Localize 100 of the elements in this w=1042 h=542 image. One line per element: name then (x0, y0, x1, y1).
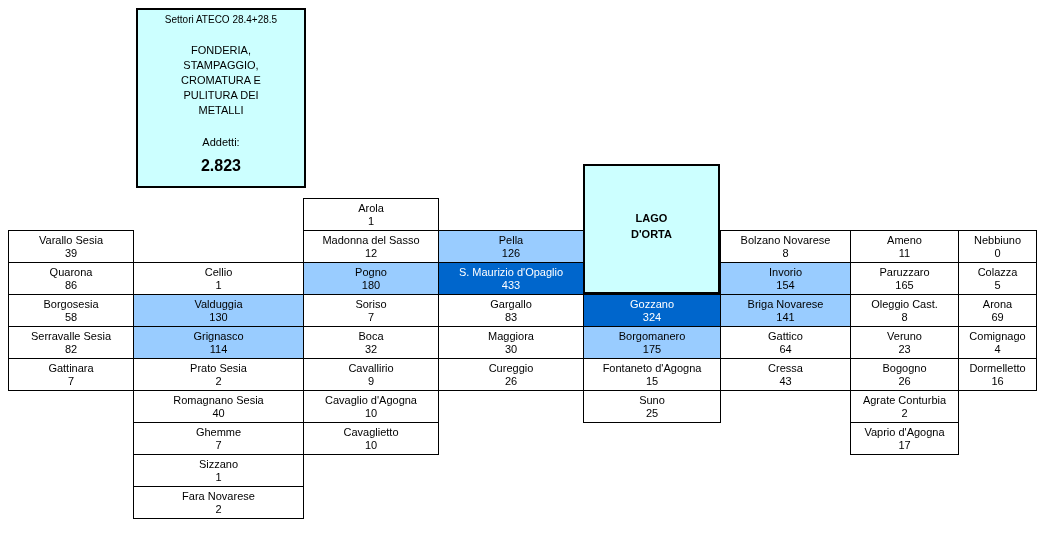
municipality-name: Gargallo (490, 297, 532, 311)
municipality-name: Paruzzaro (879, 265, 930, 279)
municipality-cell (850, 390, 959, 423)
employee-count: 2 (215, 374, 222, 388)
employee-count: 2 (215, 502, 222, 516)
municipality-name: Nebbiuno (973, 233, 1022, 247)
municipality-cell (958, 358, 1037, 391)
employee-count: 141 (776, 310, 795, 324)
employee-count: 58 (64, 310, 78, 324)
employee-count: 9 (367, 374, 375, 388)
municipality-name: Fontaneto d'Agogna (602, 361, 702, 375)
employee-count: 8 (782, 246, 789, 260)
municipality-cell (303, 198, 439, 231)
employee-count: 154 (776, 278, 795, 292)
municipality-name: Comignago (969, 329, 1026, 343)
municipality-cell (850, 422, 959, 455)
employee-count: 69 (991, 310, 1004, 324)
municipality-cell (8, 230, 134, 263)
municipality-name: Gattinara (48, 361, 94, 375)
employee-count: 114 (209, 342, 228, 356)
employee-count: 1 (367, 214, 375, 228)
municipality-name: Cressa (768, 361, 803, 375)
employee-count: 26 (898, 374, 911, 388)
municipality-cell (583, 294, 721, 327)
employee-count: 4 (994, 342, 1001, 356)
municipality-cell (133, 294, 304, 327)
municipality-name: Cureggio (488, 361, 534, 375)
municipality-name: Maggiora (488, 329, 534, 343)
municipality-name: Cavaglietto (343, 425, 399, 439)
employee-count: 433 (501, 278, 521, 292)
employee-count: 23 (898, 342, 911, 356)
employee-count: 16 (991, 374, 1004, 388)
municipality-cell (958, 230, 1037, 263)
municipality-name: Pella (498, 233, 524, 247)
employee-count: 7 (367, 310, 375, 324)
employee-count: 1 (215, 470, 222, 484)
municipality-cell (583, 326, 721, 359)
municipality-name: Borgosesia (43, 297, 99, 311)
employees-total: 2.823 (200, 156, 241, 176)
municipality-name: S. Maurizio d'Opaglio (458, 265, 564, 279)
municipality-cell (133, 326, 304, 359)
municipality-name: Fara Novarese (182, 489, 255, 503)
employee-count: 43 (779, 374, 792, 388)
municipality-name: Valduggia (194, 297, 243, 311)
lake-area (583, 164, 720, 294)
municipality-cell (720, 294, 851, 327)
municipality-cell (438, 230, 584, 263)
municipality-name: Arona (982, 297, 1013, 311)
municipality-name: Bogogno (882, 361, 927, 375)
municipality-name: Romagnano Sesia (173, 393, 264, 407)
employee-count: 12 (364, 246, 378, 260)
municipality-name: Cavallirio (348, 361, 394, 375)
municipality-name: Ameno (887, 233, 922, 247)
municipality-name: Soriso (355, 297, 387, 311)
municipality-name: Gattico (768, 329, 803, 343)
employee-count: 39 (64, 246, 78, 260)
municipality-name: Agrate Conturbia (862, 393, 947, 407)
sector-description: FONDERIA, STAMPAGGIO, CROMATURA E PULITURA DEI METALLI (180, 42, 262, 118)
employee-count: 86 (64, 278, 78, 292)
municipality-name: Invorio (769, 265, 802, 279)
municipality-cell (133, 486, 304, 519)
municipality-name: Sizzano (198, 457, 239, 471)
municipality-name: Briga Novarese (747, 297, 824, 311)
lake-name: LAGO D'ORTA (630, 211, 673, 242)
municipality-name: Veruno (887, 329, 922, 343)
municipality-name: Prato Sesia (190, 361, 247, 375)
sector-info-box (136, 8, 306, 188)
municipality-name: Dormelletto (969, 361, 1026, 375)
municipality-name: Serravalle Sesia (30, 329, 112, 343)
employee-count: 8 (901, 310, 908, 324)
municipality-cell (720, 262, 851, 295)
employee-count: 7 (215, 438, 222, 452)
employee-count: 180 (361, 278, 381, 292)
employee-count: 7 (67, 374, 75, 388)
employee-count: 324 (642, 310, 662, 324)
employee-count: 40 (212, 406, 225, 420)
municipality-name: Ghemme (195, 425, 242, 439)
municipality-name: Pogno (355, 265, 387, 279)
employee-count: 5 (994, 278, 1001, 292)
employee-count: 82 (64, 342, 78, 356)
municipality-name: Colazza (977, 265, 1018, 279)
sector-code: Settori ATECO 28.4+28.5 (164, 14, 278, 27)
employee-count: 26 (504, 374, 518, 388)
municipality-name: Suno (639, 393, 665, 407)
municipality-name: Boca (358, 329, 384, 343)
municipality-cell (583, 390, 721, 423)
municipality-cell (8, 358, 134, 391)
employee-count: 30 (504, 342, 518, 356)
employee-count: 1 (215, 278, 222, 292)
municipality-name: Cavaglio d'Agogna (325, 393, 417, 407)
employee-count: 2 (901, 406, 908, 420)
employee-count: 10 (364, 406, 378, 420)
employee-count: 15 (645, 374, 659, 388)
municipality-name: Vaprio d'Agogna (864, 425, 945, 439)
employee-count: 10 (364, 438, 378, 452)
municipality-cell (720, 230, 851, 263)
employee-count: 11 (898, 246, 911, 260)
municipality-name: Oleggio Cast. (871, 297, 938, 311)
employee-count: 64 (779, 342, 792, 356)
municipality-name: Gozzano (630, 297, 674, 311)
